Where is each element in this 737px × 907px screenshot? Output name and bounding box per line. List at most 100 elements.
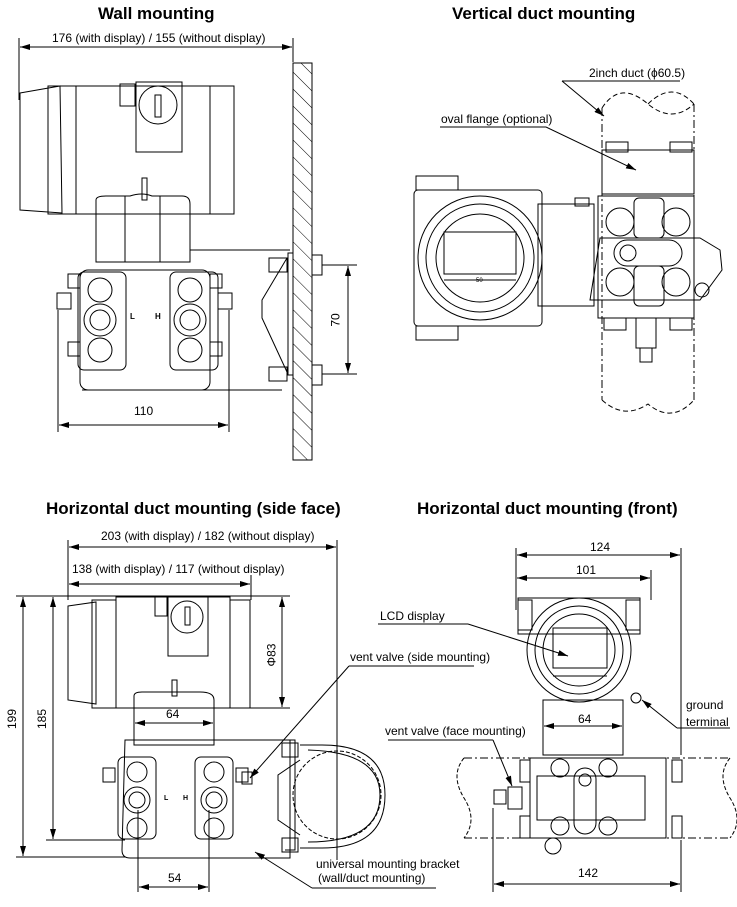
callout-bracket-label-line2: (wall/duct mounting) xyxy=(318,871,426,885)
wall-bolt-head xyxy=(312,255,322,275)
flange-left xyxy=(118,757,156,839)
display-cover-ring xyxy=(418,196,542,320)
dim-housing-width-label: 138 (with display) / 117 (without displa… xyxy=(72,562,285,576)
side-bolt xyxy=(57,293,71,309)
electronics-housing xyxy=(116,597,230,708)
horizontal-front-view xyxy=(378,548,737,892)
flange-label-low: L xyxy=(130,312,135,321)
cover-ring-right xyxy=(230,600,250,708)
dim-body-width-label: 110 xyxy=(134,404,154,418)
callout-duct-label: 2inch duct (ϕ60.5) xyxy=(589,66,686,80)
dim-body-height-label: 185 xyxy=(35,708,50,730)
dim-housing-width-label: 101 xyxy=(576,563,597,577)
wall-bolt-head xyxy=(312,365,322,385)
pipe-top-break xyxy=(602,93,694,114)
cable-entry-block xyxy=(168,596,208,656)
dim-housing-diameter-label: Φ83 xyxy=(264,643,279,667)
flange-bolt xyxy=(88,338,112,362)
callout-vent-face-leader xyxy=(493,740,512,786)
callout-duct-leader xyxy=(562,81,604,116)
dim-bolt-spacing-label: 70 xyxy=(328,313,343,327)
pipe-bottom-break xyxy=(602,400,694,413)
horizontal-side-view xyxy=(16,540,474,892)
cable-entry-cap xyxy=(171,601,203,633)
neck-pin xyxy=(142,178,147,200)
cover-ring-right xyxy=(210,86,234,214)
flange-bolt xyxy=(662,268,690,296)
flange-right xyxy=(195,757,233,839)
vent-valve-side xyxy=(242,772,252,784)
callout-lcd-leader xyxy=(468,624,568,656)
process-port-left xyxy=(124,787,150,813)
flange-right xyxy=(170,272,218,370)
callout-ground-leader xyxy=(642,700,677,728)
callout-flange-leader xyxy=(546,127,636,170)
callout-vent-side-leader xyxy=(250,666,349,778)
callout-bracket-label-line1: universal mounting bracket xyxy=(316,857,460,871)
u-bolt xyxy=(300,745,385,848)
wall-mounting-title: Wall mounting xyxy=(98,4,215,23)
dim-total-height-label: 199 xyxy=(5,708,20,730)
sensor-neck xyxy=(96,194,190,262)
callout-vent-side-label: vent valve (side mounting) xyxy=(350,650,491,664)
dim-total-width-label: 124 xyxy=(590,540,611,554)
wall-section xyxy=(293,63,312,460)
dim-neck-width-label: 64 xyxy=(166,707,180,721)
terminal-plug xyxy=(120,84,135,106)
lcd-window xyxy=(444,232,516,274)
vent-valve-face xyxy=(508,787,522,809)
sensor-neck xyxy=(538,204,594,306)
callout-oval-flange-label: oval flange (optional) xyxy=(441,112,553,126)
flange-label-high: H xyxy=(183,795,189,802)
horizontal-front-mounting-title: Horizontal duct mounting (front) xyxy=(417,499,678,518)
display-cover xyxy=(68,602,96,704)
flange-assembly xyxy=(530,758,666,838)
cap-slot xyxy=(155,95,161,117)
center-slot xyxy=(614,240,682,266)
callout-lcd-label: LCD display xyxy=(380,609,445,623)
vertical-duct-view xyxy=(414,81,722,413)
flange-label-low: L xyxy=(164,795,169,802)
callout-bracket-leader xyxy=(255,852,312,888)
electronics-housing xyxy=(414,190,542,326)
flange-bolt xyxy=(606,268,634,296)
flange-bolt xyxy=(178,278,202,302)
cable-entry-cap xyxy=(139,86,177,124)
dim-total-width-label: 203 (with display) / 182 (without displa… xyxy=(101,529,315,543)
cable-entry-block xyxy=(136,82,182,152)
flange-left xyxy=(78,272,126,370)
flange-bolt xyxy=(606,208,634,236)
sensor-neck xyxy=(543,700,623,755)
universal-bracket-plate xyxy=(122,740,290,858)
flange-bolt xyxy=(178,338,202,362)
process-port-right xyxy=(174,304,206,336)
wall-bolt-nut xyxy=(269,367,287,381)
lcd-scale-label: 50 xyxy=(476,278,483,284)
process-port-left xyxy=(84,304,116,336)
flange-label-high: H xyxy=(155,312,161,321)
center-slot xyxy=(574,768,596,834)
oval-flange-plate xyxy=(602,150,694,194)
sensor-neck xyxy=(134,692,214,745)
drain-valve xyxy=(636,318,656,348)
flange-bolt xyxy=(662,208,690,236)
process-port-right xyxy=(201,787,227,813)
side-bolt xyxy=(218,293,232,309)
callout-ground-label-line2: terminal xyxy=(686,715,729,729)
display-cover-ring xyxy=(527,598,631,702)
dim-neck-width-label: 64 xyxy=(578,712,592,726)
duct-pipe-section xyxy=(293,751,381,839)
flange-bolt xyxy=(88,278,112,302)
callout-ground-label-line1: ground xyxy=(686,698,724,712)
display-cover xyxy=(20,86,62,213)
horizontal-side-mounting-title: Horizontal duct mounting (side face) xyxy=(46,499,341,518)
wall-bracket xyxy=(262,258,287,372)
callout-vent-face-label: vent valve (face mounting) xyxy=(385,724,526,738)
wall-mounting-view xyxy=(19,38,357,460)
vertical-duct-mounting-title: Vertical duct mounting xyxy=(452,4,636,23)
dim-bracket-width-label: 142 xyxy=(578,866,599,880)
dim-total-width-label: 176 (with display) / 155 (without displa… xyxy=(52,31,266,45)
electronics-housing xyxy=(76,86,210,214)
lcd-window xyxy=(553,628,607,668)
